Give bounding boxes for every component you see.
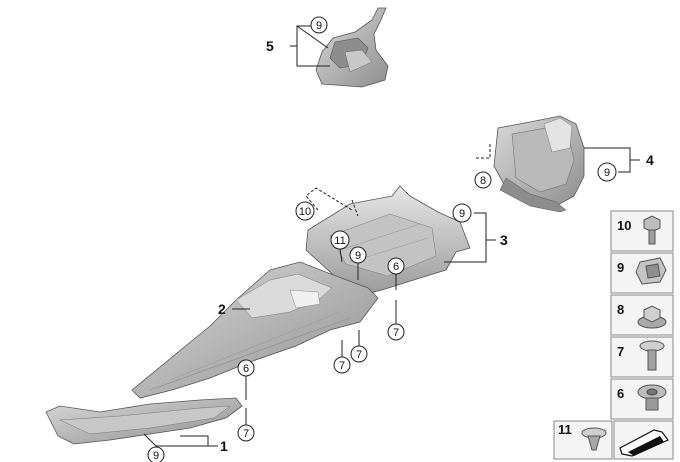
bracket-5-leader [290,25,330,67]
svg-text:6: 6 [243,363,249,375]
clip-nut-icon [635,257,667,285]
sill-1-leader [143,433,218,447]
svg-text:9: 9 [604,167,610,179]
svg-text:6: 6 [617,386,624,401]
callout-9: 9 [597,162,617,182]
underbody-panel-part-2[interactable] [131,261,379,399]
svg-text:7: 7 [243,428,249,440]
legend-cell-8 [610,294,674,336]
shield-4-leader [476,142,640,173]
svg-text:9: 9 [617,260,624,275]
callout-9: 9 [310,16,328,34]
callout-9: 9 [452,203,472,223]
svg-text:7: 7 [393,327,399,339]
flange-nut-icon [637,305,667,329]
sill-panel-part-1[interactable] [45,397,243,445]
svg-text:6: 6 [393,261,399,273]
panel-3-leader [305,187,496,263]
svg-text:9: 9 [355,250,361,262]
callout-7: 7 [237,408,255,442]
hex-bolt-icon [643,215,661,245]
callout-9: 9 [349,246,367,280]
legend-cell-11 [553,420,613,460]
svg-text:11: 11 [558,422,572,437]
bracket-part-5[interactable] [315,7,389,88]
svg-text:10: 10 [299,206,311,218]
callout-11: 11 [330,230,350,263]
expanding-rivet-icon [581,427,607,451]
svg-text:8: 8 [617,302,624,317]
callout-6: 6 [237,359,255,400]
part-label-4: 4 [646,152,654,168]
svg-text:9: 9 [316,20,322,32]
callout-7: 7 [350,330,368,363]
fastener-legend: 10 9 8 7 6 11 [553,210,674,460]
part-label-5: 5 [266,38,274,54]
callout-7: 7 [333,340,351,374]
callout-8: 8 [474,171,492,189]
legend-cell-6 [610,378,674,420]
plastic-nut-icon [637,384,667,411]
svg-text:8: 8 [480,175,486,187]
svg-text:11: 11 [334,235,345,247]
forward-arrow-icon [619,429,669,457]
shield-part-4[interactable] [493,115,585,213]
screw-icon [639,340,665,371]
svg-text:9: 9 [459,208,465,220]
svg-text:7: 7 [356,349,362,361]
part-label-3: 3 [500,232,508,248]
svg-text:10: 10 [617,218,631,233]
svg-text:7: 7 [339,360,345,372]
svg-text:7: 7 [617,344,624,359]
callout-10: 10 [295,201,315,221]
callout-6: 6 [387,257,405,290]
svg-text:9: 9 [153,450,159,462]
callout-7: 7 [387,300,405,341]
part-label-1: 1 [220,438,228,454]
part-label-2: 2 [218,301,226,317]
callout-9: 9 [147,446,165,462]
legend-cell-10 [610,210,674,252]
